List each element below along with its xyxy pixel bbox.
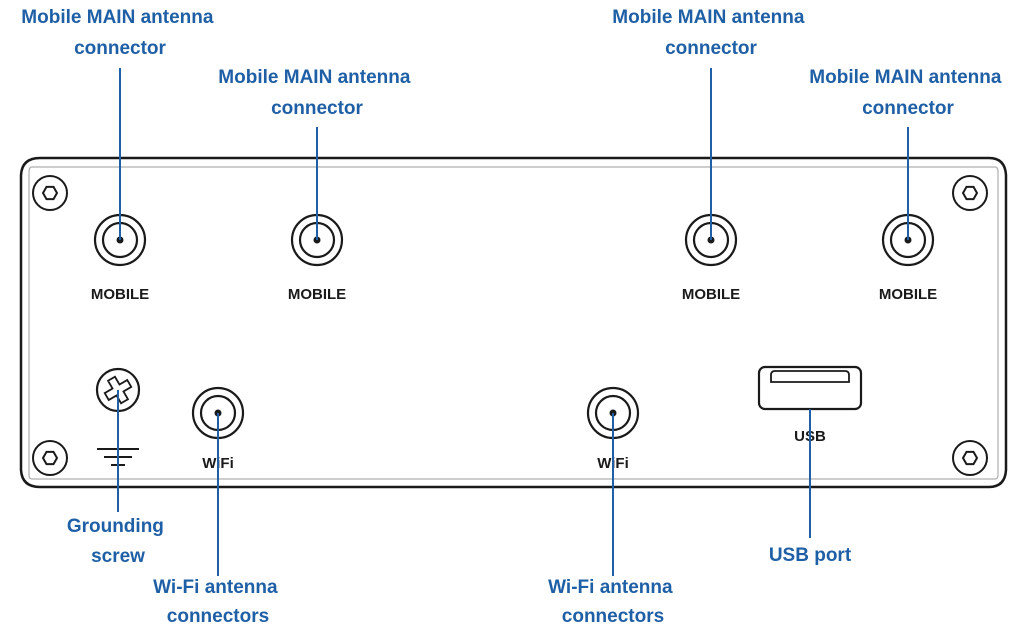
callout-mobile-4-line-1: Mobile MAIN antenna — [809, 67, 1002, 88]
hex-screw-top-left — [32, 175, 68, 211]
callout-grounding-line-2: screw — [91, 546, 145, 567]
callout-usb-line-1: USB port — [769, 545, 852, 566]
callout-wifi-1-line-1: Wi-Fi antenna — [153, 577, 278, 598]
hex-screw-bottom-right — [952, 440, 988, 476]
panel-label-mobile-1: MOBILE — [91, 286, 149, 303]
callout-wifi-2-line-2: connectors — [562, 606, 664, 627]
callout-mobile-1-line-2: connector — [74, 38, 166, 59]
callout-mobile-2: Mobile MAIN antenna connector — [218, 67, 415, 119]
device-body — [19, 156, 1008, 489]
callout-wifi-1-line-2: connectors — [167, 606, 269, 627]
callout-usb: USB port — [769, 545, 852, 566]
callout-mobile-2-line-1: Mobile MAIN antenna — [218, 67, 411, 88]
device-body-inner-edge — [28, 166, 999, 480]
callout-wifi-1: Wi-Fi antenna connectors — [153, 577, 283, 627]
callout-mobile-3: Mobile MAIN antenna connector — [612, 7, 809, 59]
callout-mobile-3-line-2: connector — [665, 38, 757, 59]
panel-label-mobile-4: MOBILE — [879, 286, 937, 303]
callout-wifi-2: Wi-Fi antenna connectors — [548, 577, 678, 627]
callout-grounding: Grounding screw — [67, 516, 169, 567]
callout-wifi-2-line-1: Wi-Fi antenna — [548, 577, 673, 598]
callout-mobile-1-line-1: Mobile MAIN antenna — [21, 7, 214, 28]
panel-label-mobile-2: MOBILE — [288, 286, 346, 303]
panel-label-mobile-3: MOBILE — [682, 286, 740, 303]
callout-mobile-4: Mobile MAIN antenna connector — [809, 67, 1006, 119]
callout-mobile-3-line-1: Mobile MAIN antenna — [612, 7, 805, 28]
callout-mobile-2-line-2: connector — [271, 98, 363, 119]
callout-grounding-line-1: Grounding — [67, 516, 164, 537]
callout-mobile-4-line-2: connector — [862, 98, 954, 119]
callout-mobile-1: Mobile MAIN antenna connector — [21, 7, 218, 59]
hex-screw-top-right — [952, 175, 988, 211]
usb-port — [757, 365, 863, 411]
hex-screw-bottom-left — [32, 440, 68, 476]
